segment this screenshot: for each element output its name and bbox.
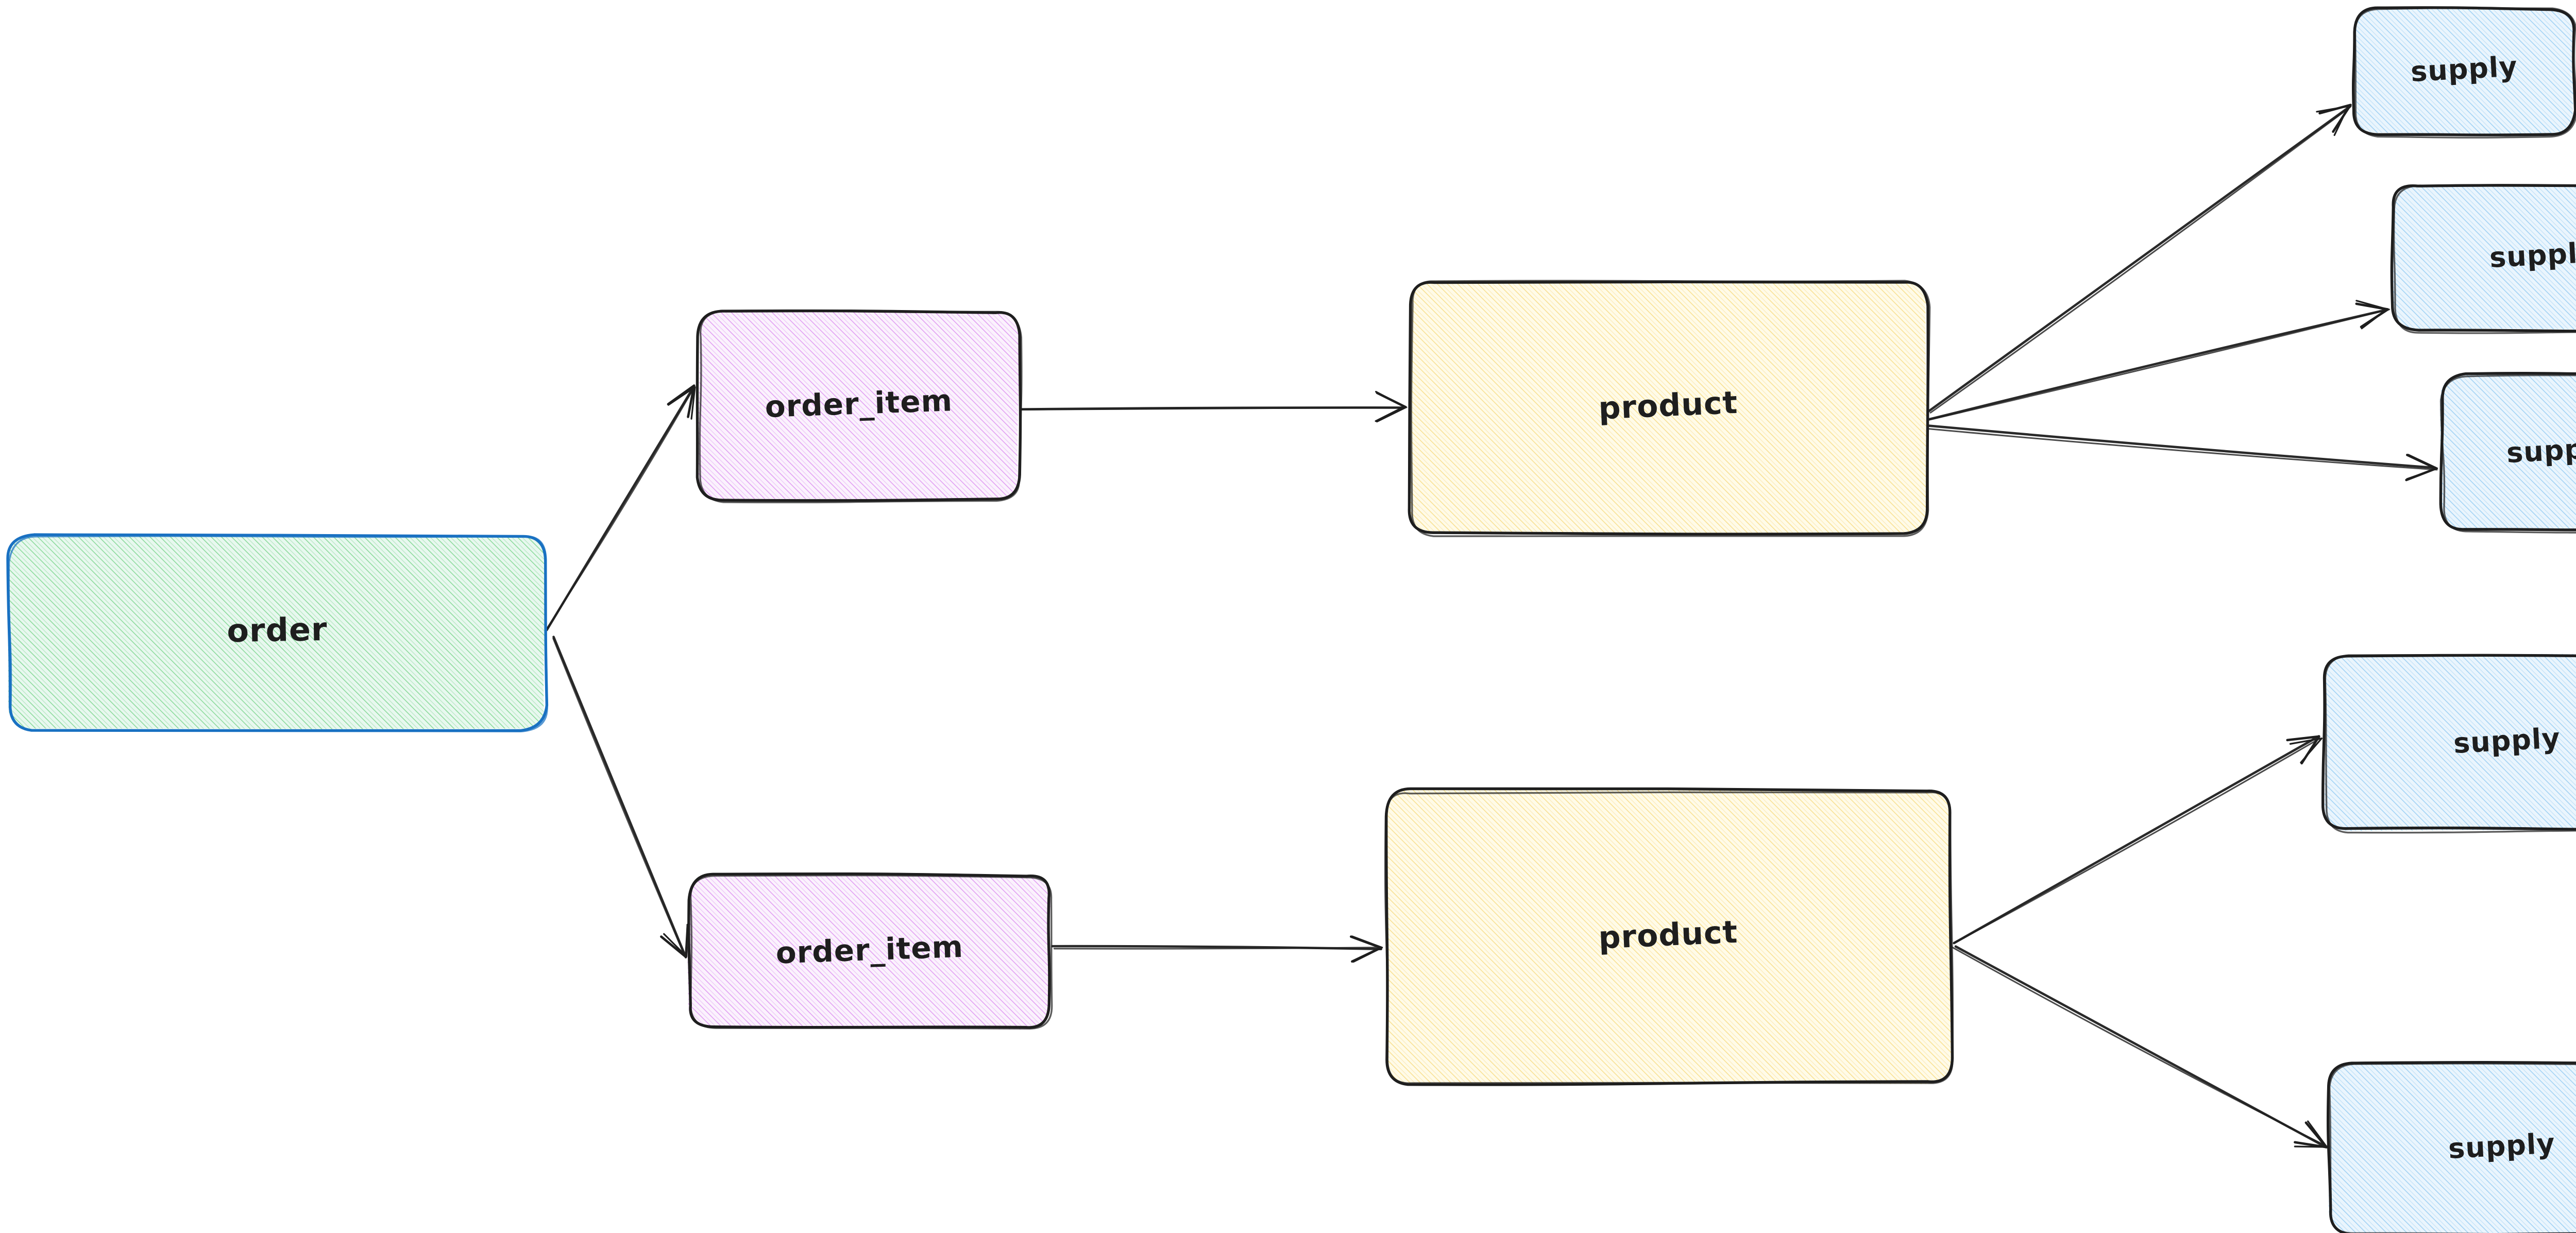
node-border — [2326, 1061, 2576, 1233]
node-border — [2393, 184, 2576, 334]
node-label-supply_3: supply — [2505, 431, 2576, 469]
node-order_item_2[interactable]: order_item — [687, 872, 1053, 1030]
node-border — [2354, 7, 2576, 139]
node-border — [699, 310, 1023, 504]
node-supply_3[interactable]: supply — [2439, 372, 2576, 534]
node-label-supply_2: supply — [2488, 236, 2576, 274]
node-supply_1[interactable]: supply — [2351, 6, 2576, 139]
node-border — [2439, 372, 2576, 532]
node-order[interactable]: order — [6, 533, 549, 732]
edge-product_1-to-supply_3 — [1927, 424, 2438, 482]
node-border — [2351, 6, 2576, 136]
node-border — [2439, 374, 2576, 534]
node-fill — [698, 310, 1020, 500]
node-supply_2[interactable]: supply — [2390, 184, 2576, 334]
node-fill — [1386, 790, 1952, 1084]
edge-order-to-order_item_1 — [545, 384, 696, 632]
node-fill — [2354, 8, 2574, 135]
edge-product_1-to-supply_1 — [1927, 104, 2352, 414]
node-border — [1384, 791, 1954, 1084]
node-border — [1410, 280, 1931, 537]
node-label-order: order — [227, 610, 328, 649]
edge-order_item_1-to-product_1 — [1020, 390, 1408, 423]
node-supply_5[interactable]: supply — [2326, 1061, 2576, 1233]
node-fill — [2328, 1063, 2576, 1233]
node-label-supply_1: supply — [2410, 50, 2518, 88]
edge-order_item_2-to-product_2 — [1051, 935, 1383, 963]
node-label-order_item_1: order_item — [765, 383, 953, 424]
node-layer: orderorder_itemorder_itemproductproducts… — [6, 6, 2576, 1233]
node-order_item_1[interactable]: order_item — [696, 309, 1023, 504]
node-border — [687, 872, 1051, 1029]
node-fill — [2324, 654, 2576, 831]
node-border — [2321, 654, 2576, 831]
edge-order-to-order_item_2 — [552, 636, 689, 958]
node-label-order_item_2: order_item — [775, 929, 964, 971]
edge-layer — [545, 104, 2438, 1149]
node-fill — [2439, 373, 2576, 529]
node-border — [1408, 280, 1929, 536]
node-border — [2328, 1063, 2576, 1233]
node-label-supply_4: supply — [2452, 722, 2561, 760]
node-fill — [2393, 184, 2576, 330]
node-border — [2324, 654, 2576, 834]
edge-product_1-to-supply_2 — [1928, 300, 2391, 421]
node-label-product_1: product — [1598, 385, 1738, 427]
node-label-product_2: product — [1598, 914, 1738, 956]
node-product_2[interactable]: product — [1384, 787, 1954, 1086]
node-product_1[interactable]: product — [1408, 280, 1931, 537]
node-border — [2390, 184, 2576, 333]
node-fill — [1408, 280, 1928, 535]
node-fill — [687, 875, 1050, 1030]
edge-product_2-to-supply_5 — [1951, 945, 2328, 1149]
node-border — [8, 535, 548, 732]
node-supply_4[interactable]: supply — [2321, 654, 2576, 834]
node-fill — [8, 536, 546, 729]
edge-product_2-to-supply_4 — [1953, 735, 2323, 945]
node-border — [689, 874, 1053, 1030]
node-label-supply_5: supply — [2447, 1127, 2556, 1165]
